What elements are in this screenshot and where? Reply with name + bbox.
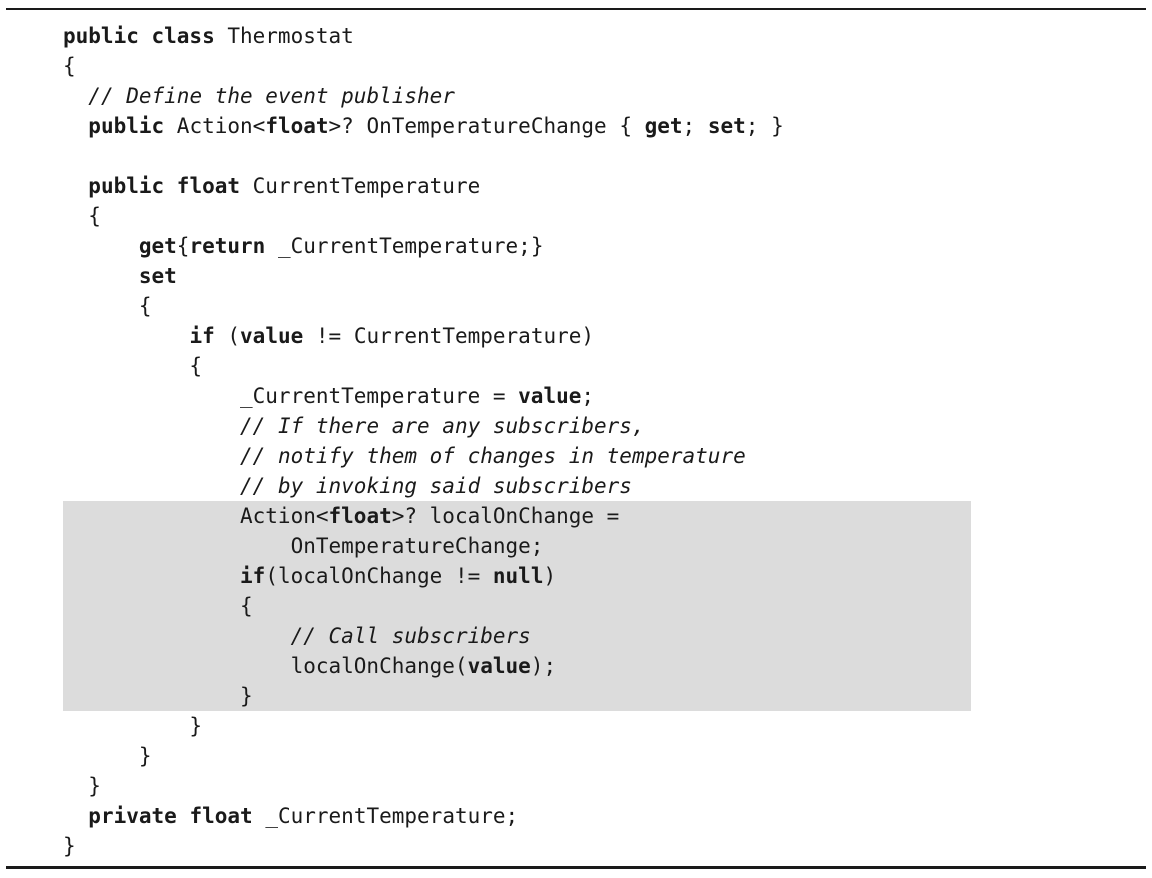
code-text: Action< xyxy=(164,114,266,138)
comment: // If there are any subscribers, xyxy=(240,414,645,438)
code-line-highlighted: if(localOnChange != null) xyxy=(63,561,971,591)
code-text xyxy=(63,414,240,438)
comment: // Define the event publisher xyxy=(88,84,455,108)
keyword: value xyxy=(240,324,304,348)
code-line: private float _CurrentTemperature; xyxy=(63,801,971,831)
code-line: get{return _CurrentTemperature;} xyxy=(63,231,971,261)
comment: // notify them of changes in temperature xyxy=(240,444,746,468)
code-text: (localOnChange != xyxy=(265,564,493,588)
code-line: // by invoking said subscribers xyxy=(63,471,971,501)
code-line: // notify them of changes in temperature xyxy=(63,441,971,471)
comment: // Call subscribers xyxy=(290,624,531,648)
code-listing: public class Thermostat { // Define the e… xyxy=(63,21,971,861)
code-text: ( xyxy=(214,324,241,348)
code-line: set xyxy=(63,261,971,291)
comment: // by invoking said subscribers xyxy=(240,474,632,498)
code-text: Action< xyxy=(63,504,329,528)
code-text: ; xyxy=(682,114,708,138)
keyword: public class xyxy=(63,24,215,48)
code-text: { xyxy=(176,234,190,258)
code-text xyxy=(63,474,240,498)
keyword: float xyxy=(328,504,392,528)
code-text xyxy=(63,444,240,468)
code-text: ; xyxy=(581,384,595,408)
keyword: return xyxy=(189,234,266,258)
keyword: value xyxy=(467,654,531,678)
code-line xyxy=(63,141,971,171)
code-line: public Action<float>? OnTemperatureChang… xyxy=(63,111,971,141)
code-text xyxy=(63,264,139,288)
code-text: OnTemperatureChange; xyxy=(63,534,544,558)
keyword: public float xyxy=(88,174,241,198)
code-text: != CurrentTemperature) xyxy=(303,324,595,348)
code-text: } xyxy=(63,684,253,708)
code-line: } xyxy=(63,771,971,801)
code-text xyxy=(63,84,88,108)
keyword: private float xyxy=(88,804,253,828)
code-text: } xyxy=(63,834,76,858)
top-rule xyxy=(6,8,1146,10)
keyword: set xyxy=(707,114,746,138)
keyword: value xyxy=(518,384,582,408)
code-line: // Define the event publisher xyxy=(63,81,971,111)
code-line: { xyxy=(63,51,971,81)
code-line: if (value != CurrentTemperature) xyxy=(63,321,971,351)
code-text: { xyxy=(63,54,76,78)
code-text xyxy=(63,324,189,348)
code-text: CurrentTemperature xyxy=(240,174,481,198)
code-text: Thermostat xyxy=(214,24,354,48)
code-line: { xyxy=(63,351,971,381)
bottom-rule xyxy=(6,866,1146,869)
code-line: public class Thermostat xyxy=(63,21,971,51)
code-text: _CurrentTemperature;} xyxy=(265,234,544,258)
keyword: if xyxy=(189,324,215,348)
keyword: if xyxy=(240,564,266,588)
code-text: } xyxy=(63,744,152,768)
code-line: _CurrentTemperature = value; xyxy=(63,381,971,411)
code-text: { xyxy=(63,204,101,228)
code-text xyxy=(63,564,240,588)
code-text xyxy=(63,804,88,828)
code-line-highlighted: localOnChange(value); xyxy=(63,651,971,681)
keyword: float xyxy=(265,114,329,138)
code-line: { xyxy=(63,291,971,321)
code-text: >? localOnChange = xyxy=(391,504,620,528)
keyword: null xyxy=(492,564,544,588)
code-text: _CurrentTemperature; xyxy=(252,804,519,828)
code-line: } xyxy=(63,711,971,741)
code-text xyxy=(63,624,291,648)
code-text: localOnChange( xyxy=(63,654,468,678)
keyword: get xyxy=(644,114,683,138)
code-text: { xyxy=(63,354,203,378)
keyword: get xyxy=(138,234,177,258)
code-text: ) xyxy=(543,564,557,588)
code-text: _CurrentTemperature = xyxy=(63,384,519,408)
code-line: public float CurrentTemperature xyxy=(63,171,971,201)
keyword: public xyxy=(88,114,165,138)
code-text xyxy=(63,234,139,258)
code-text: { xyxy=(63,594,253,618)
code-text: ); xyxy=(530,654,557,678)
code-line: } xyxy=(63,831,971,861)
code-text: } xyxy=(63,774,101,798)
code-line-highlighted: } xyxy=(63,681,971,711)
code-line: { xyxy=(63,201,971,231)
code-line-highlighted: OnTemperatureChange; xyxy=(63,531,971,561)
code-text xyxy=(63,114,88,138)
code-line-highlighted: // Call subscribers xyxy=(63,621,971,651)
code-text: } xyxy=(63,714,203,738)
code-line: // If there are any subscribers, xyxy=(63,411,971,441)
code-text: >? OnTemperatureChange { xyxy=(328,114,645,138)
code-line: } xyxy=(63,741,971,771)
code-line-highlighted: Action<float>? localOnChange = xyxy=(63,501,971,531)
keyword: set xyxy=(138,264,177,288)
code-text xyxy=(63,174,88,198)
code-text: ; } xyxy=(745,114,784,138)
code-text: { xyxy=(63,294,152,318)
code-line-highlighted: { xyxy=(63,591,971,621)
